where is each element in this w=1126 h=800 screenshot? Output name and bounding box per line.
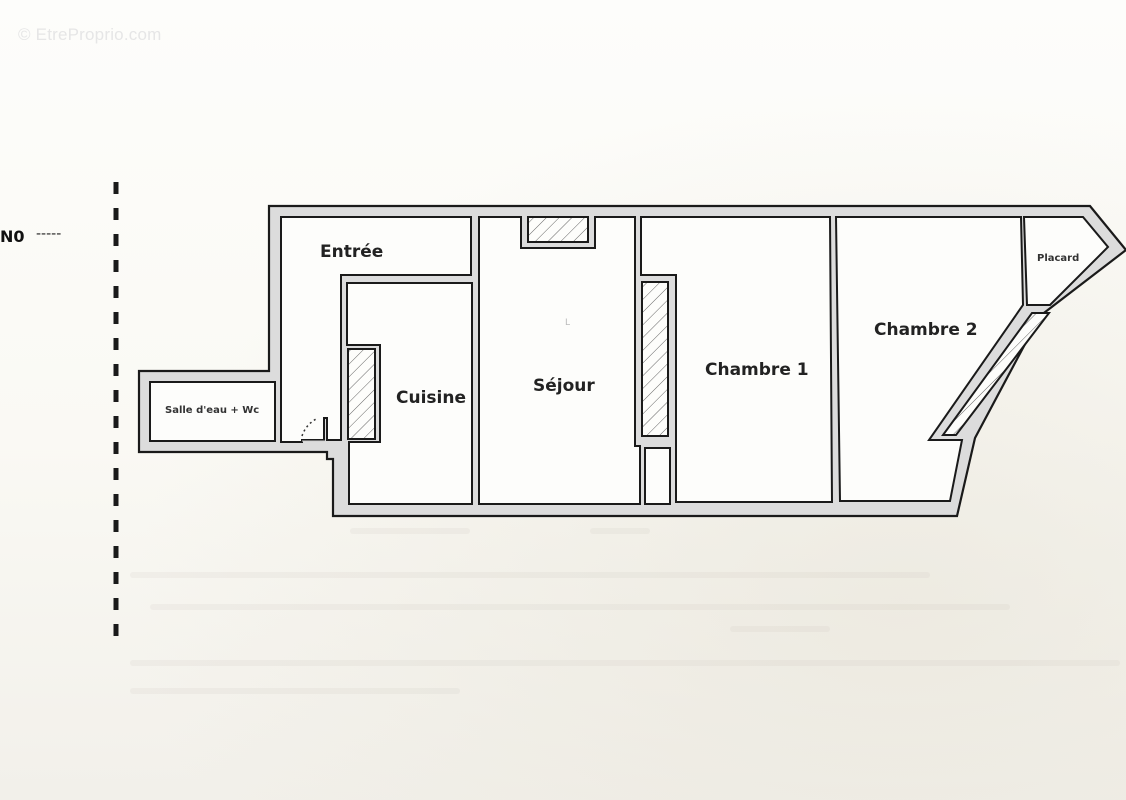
room-entree [280, 216, 472, 443]
label-sejour: Séjour [533, 376, 595, 396]
north-dash-indicator: ----- [36, 226, 62, 242]
label-placard: Placard [1037, 253, 1080, 264]
room-cuisine [346, 282, 473, 505]
room-sejour [478, 216, 641, 505]
label-entree: Entrée [320, 242, 384, 262]
label-chambre2: Chambre 2 [874, 320, 978, 340]
label-chambre1: Chambre 1 [705, 360, 809, 380]
label-cuisine: Cuisine [396, 388, 466, 408]
chimney-chambre1 [641, 281, 669, 437]
watermark: © EtreProprio.com [18, 25, 162, 44]
room-chambre1 [640, 216, 834, 503]
room-chambre2 [834, 216, 1025, 502]
room-placard [1022, 216, 1110, 306]
sejour-mark: L [565, 318, 571, 328]
room-salle-eau [149, 381, 276, 442]
wall-notch [644, 447, 671, 505]
chimney-cuisine [347, 348, 376, 440]
label-salle-eau: Salle d'eau + Wc [165, 405, 260, 416]
chimney-chambre2 [941, 312, 1052, 436]
north-label: N0 [0, 227, 25, 246]
chimney-sejour [527, 216, 589, 243]
